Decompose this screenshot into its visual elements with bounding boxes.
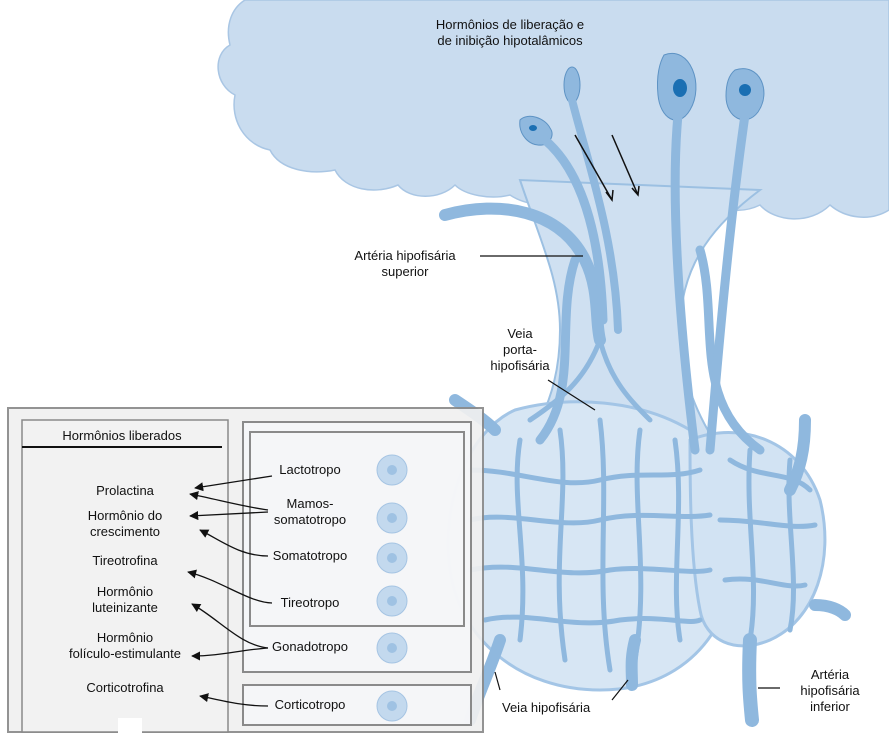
right-vessel-2: [815, 605, 845, 615]
portal-vein-line-3: hipofisária: [475, 358, 565, 374]
inferior-artery-line-1: Artéria: [780, 667, 880, 683]
inferior-artery-line-3: inferior: [780, 699, 880, 715]
cell-label-line: Corticotropo: [255, 697, 365, 713]
hormone-label: Prolactina: [22, 483, 228, 499]
inferior-artery-vessel: [749, 640, 752, 720]
hormone-label: Corticotrofina: [22, 680, 228, 696]
hypothalamic-line-1: Hormônios de liberação e: [415, 17, 605, 33]
hormone-label-line: folículo-estimulante: [22, 646, 228, 662]
cell-label-line: somatotropo: [255, 512, 365, 528]
anterior-lobe: [448, 402, 724, 690]
hormone-label-line: luteinizante: [22, 600, 228, 616]
cell-label-line: Lactotropo: [255, 462, 365, 478]
hormones-panel-title-underline: [22, 446, 222, 448]
cell-nucleus-icon: [387, 513, 397, 523]
hormone-label: Tireotrofina: [22, 553, 228, 569]
base-notch: [118, 718, 142, 734]
hypothalamic-line-2: de inibição hipotalâmicos: [415, 33, 605, 49]
hormone-label-line: crescimento: [22, 524, 228, 540]
cell-label-line: Tireotropo: [255, 595, 365, 611]
exit-vessel-middle: [632, 640, 635, 685]
cell-label: Mamos-somatotropo: [255, 496, 365, 528]
superior-artery-line-2: superior: [335, 264, 475, 280]
inferior-artery-line-2: hipofisária: [780, 683, 880, 699]
cell-nucleus-icon: [387, 465, 397, 475]
cell-label: Somatotropo: [255, 548, 365, 564]
cell-label-line: Mamos-: [255, 496, 365, 512]
portal-vein-line-2: porta-: [475, 342, 565, 358]
hormone-label-line: Corticotrofina: [22, 680, 228, 696]
cells-box-main: [243, 422, 471, 672]
cell-label-line: Somatotropo: [255, 548, 365, 564]
hormone-label-line: Prolactina: [22, 483, 228, 499]
cell-nucleus-icon: [387, 643, 397, 653]
hormone-label-line: Tireotrofina: [22, 553, 228, 569]
hormones-panel-title: Hormônios liberados: [22, 428, 222, 443]
hypothalamic-hormones-label: Hormônios de liberação e de inibição hip…: [415, 17, 605, 49]
hormone-label-line: Hormônio: [22, 630, 228, 646]
cell-nucleus-icon: [387, 701, 397, 711]
cell-nucleus-icon: [387, 596, 397, 606]
cell-label-line: Gonadotropo: [255, 639, 365, 655]
cell-label: Gonadotropo: [255, 639, 365, 655]
hormone-label-line: Hormônio do: [22, 508, 228, 524]
portal-vein-label: Veia porta- hipofisária: [475, 326, 565, 374]
hormone-label-line: Hormônio: [22, 584, 228, 600]
inferior-artery-label: Artéria hipofisária inferior: [780, 667, 880, 715]
portal-vein-line-1: Veia: [475, 326, 565, 342]
cell-label: Lactotropo: [255, 462, 365, 478]
cell-nucleus-icon: [387, 553, 397, 563]
cell-label: Corticotropo: [255, 697, 365, 713]
hypophyseal-vein-label: Veia hipofisária: [502, 700, 590, 716]
superior-artery-line-1: Artéria hipofisária: [335, 248, 475, 264]
cell-label: Tireotropo: [255, 595, 365, 611]
superior-artery-label: Artéria hipofisária superior: [335, 248, 475, 280]
